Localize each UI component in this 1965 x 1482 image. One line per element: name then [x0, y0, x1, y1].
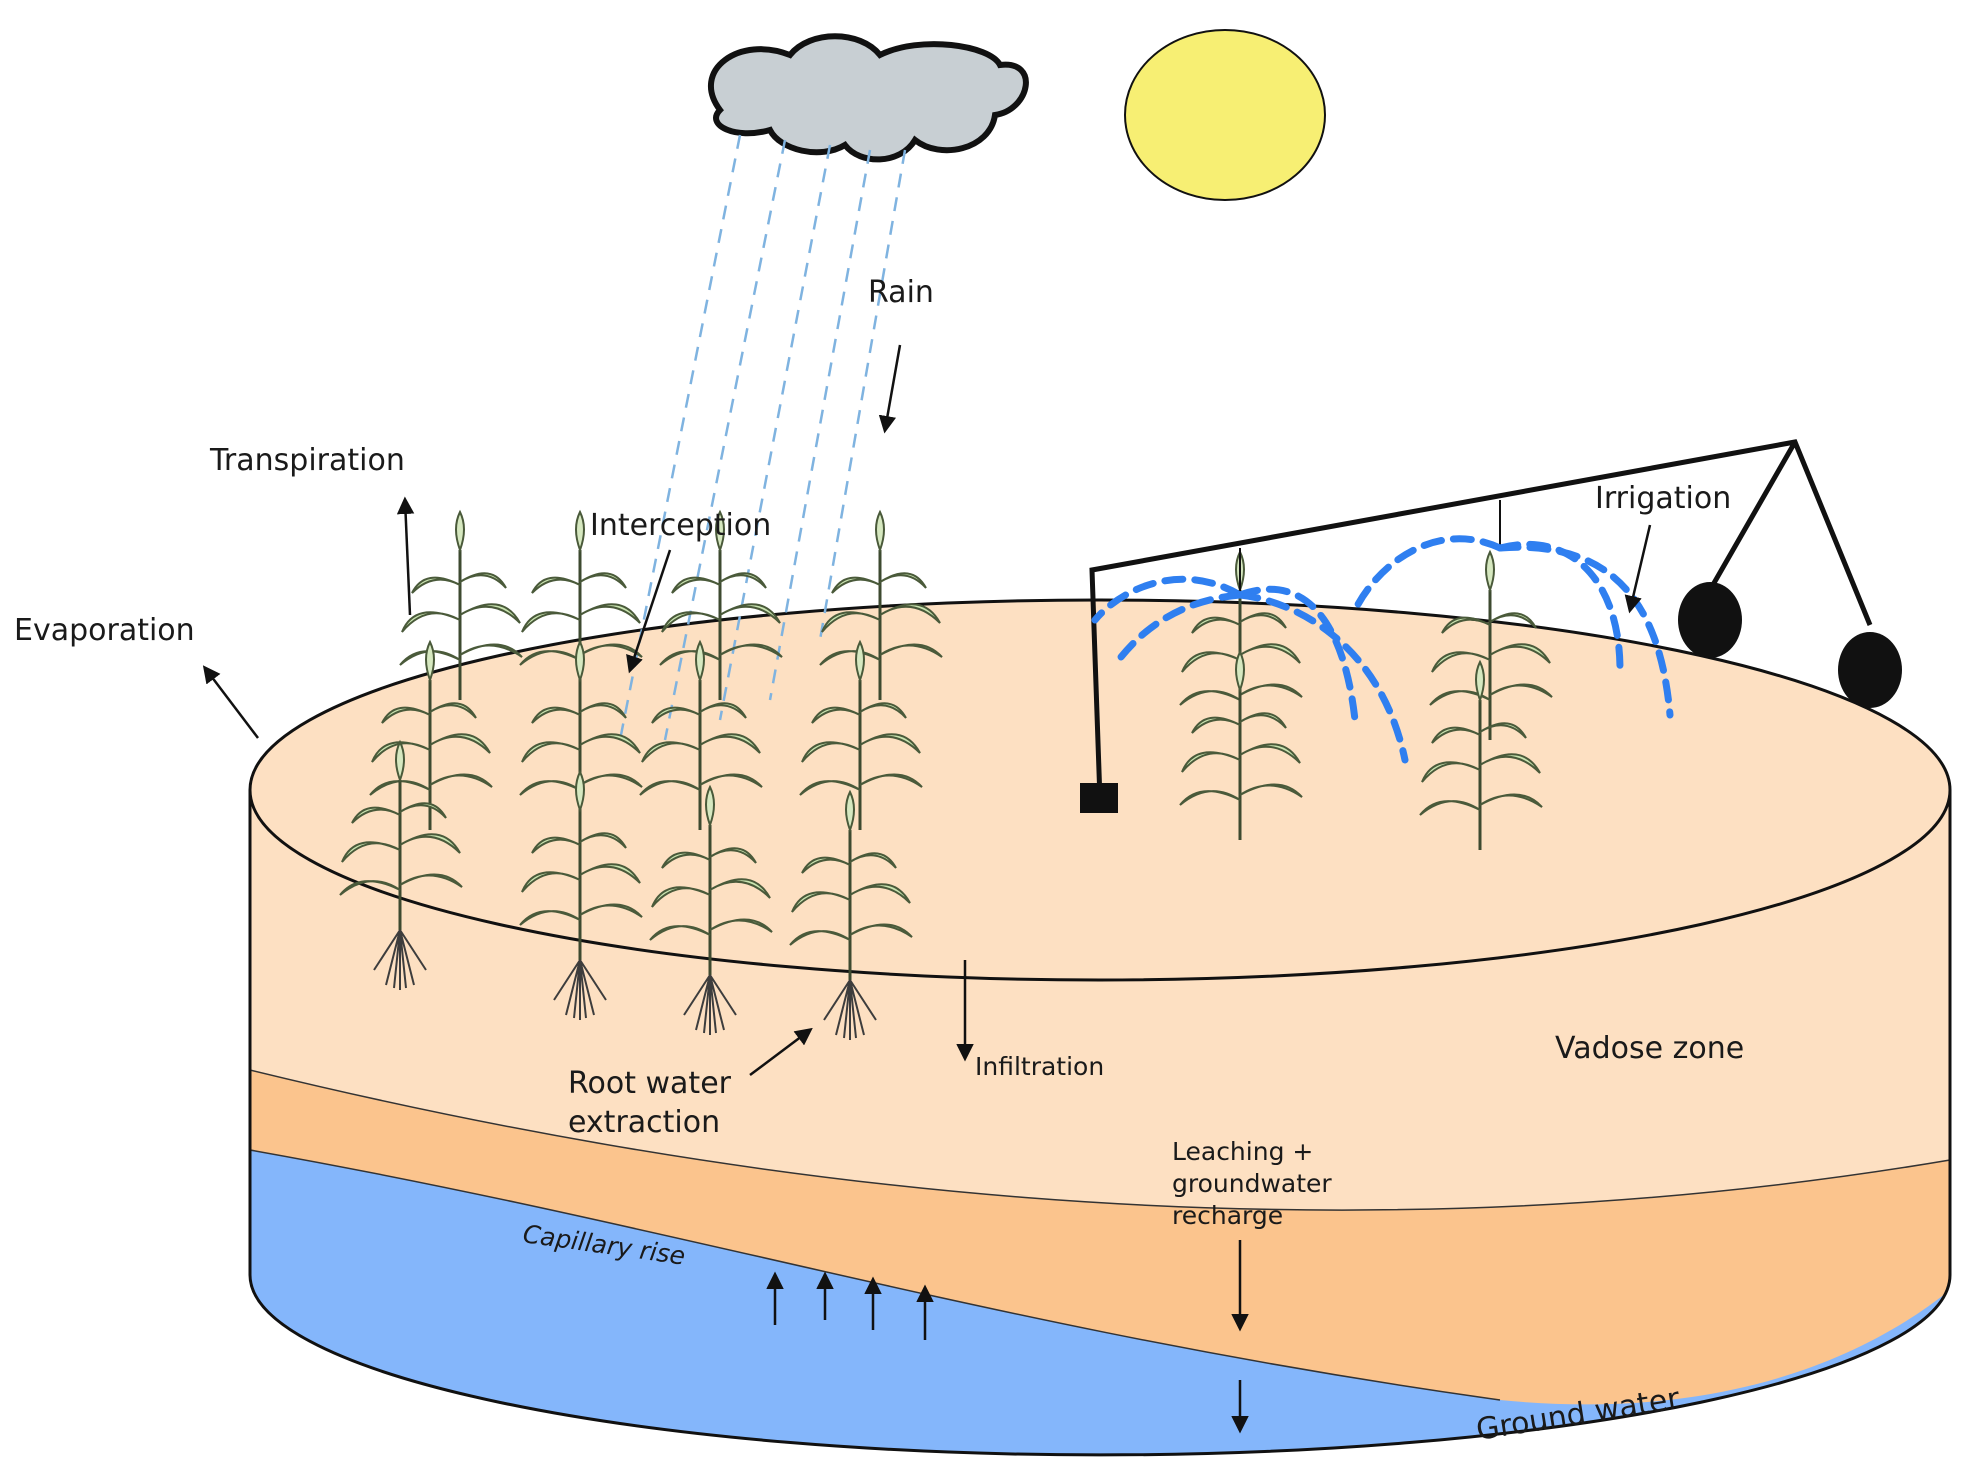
label-rain: Rain — [868, 275, 934, 310]
irrigation-arrow — [1624, 524, 1652, 614]
evaporation-arrow — [202, 665, 259, 739]
irrigation-pivot-icon — [1080, 439, 1902, 813]
label-vadose-zone: Vadose zone — [1555, 1031, 1744, 1066]
flux-arrows — [202, 344, 1652, 1434]
label-leaching-line1: Leaching + — [1172, 1137, 1313, 1166]
label-irrigation: Irrigation — [1595, 481, 1731, 516]
root-water-arrow — [749, 1027, 813, 1076]
rain-arrow — [878, 344, 902, 434]
irrigation-spray — [1091, 535, 1674, 764]
label-infiltration: Infiltration — [975, 1052, 1104, 1081]
label-transpiration: Transpiration — [209, 443, 405, 478]
transpiration-arrow — [396, 496, 415, 616]
soil-column — [248, 598, 1952, 1457]
label-leaching-line2: groundwater — [1172, 1169, 1332, 1198]
label-root-water-line1: Root water — [568, 1066, 732, 1101]
ground-water-layer — [250, 1150, 1950, 1455]
sun-icon — [1124, 29, 1326, 201]
label-evaporation: Evaporation — [14, 613, 195, 648]
label-leaching-line3: recharge — [1172, 1201, 1283, 1230]
label-root-water-line2: extraction — [568, 1105, 720, 1140]
label-interception: Interception — [590, 508, 771, 543]
interception-arrow — [626, 549, 672, 674]
cloud-icon — [708, 33, 1029, 163]
